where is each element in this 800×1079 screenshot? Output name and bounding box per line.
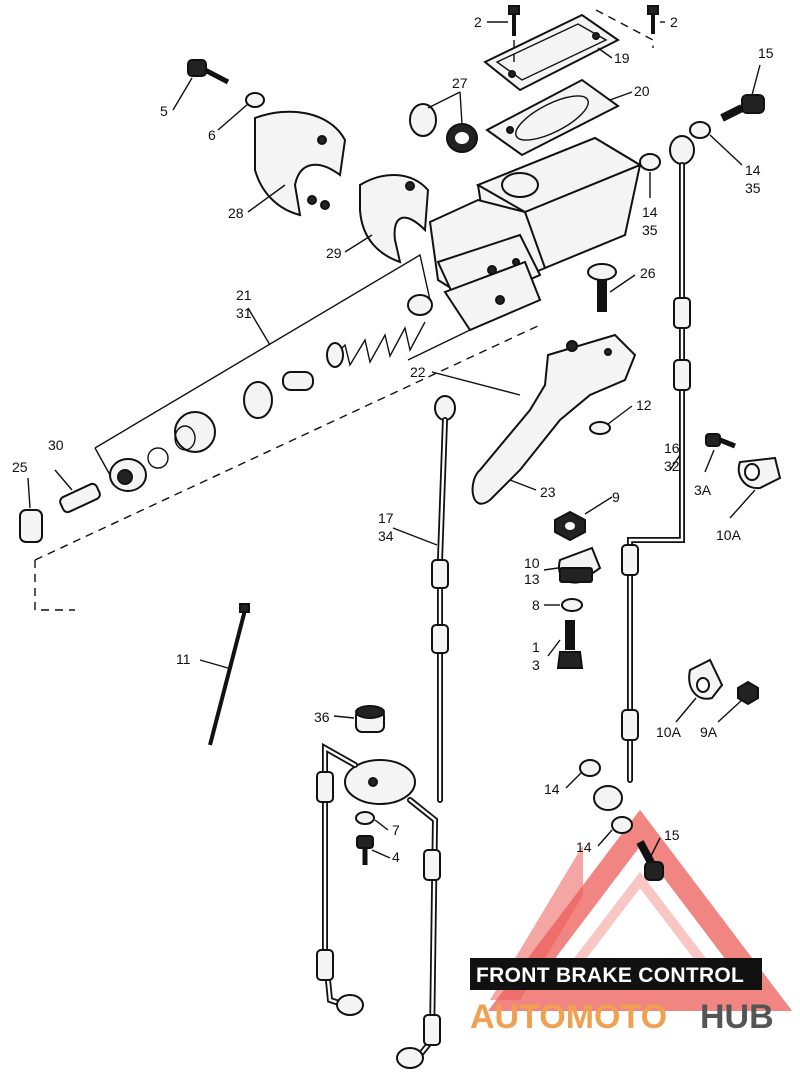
callout-21: 21 [236,287,252,303]
brake-line-16 [593,162,691,811]
master-cylinder-body [428,136,643,332]
watermark-part1: AUTOMOTO [470,998,667,1036]
pivot-pin-26 [587,263,617,312]
callout-30: 30 [48,437,64,453]
washer-14-mid [639,153,661,171]
callout-5: 5 [160,103,168,119]
banjo-bolt-15-top [720,94,765,122]
brake-line-17 [431,395,456,803]
callout-29: 29 [326,245,342,261]
callout-6: 6 [208,127,216,143]
watermark-text: AUTOMOTO HUB [470,998,774,1036]
screw-4-washer-7 [355,811,375,865]
retaining-ring-12 [589,421,611,435]
callout-11: 11 [176,651,191,667]
callout-28: 28 [228,205,244,221]
callout-4: 4 [392,849,400,865]
callout-14-top-right: 14 [745,162,761,178]
washer-14-bottom [611,816,633,834]
washer-6 [245,92,265,108]
spring-21 [326,294,433,368]
callout-22: 22 [410,364,426,380]
callout-32: 32 [664,458,680,474]
piston [174,411,216,453]
brake-manifold [344,759,416,805]
callout-10A-top: 10A [716,527,742,543]
callout-27: 27 [452,75,468,91]
washer-14-low [579,759,601,777]
callout-14-bottom: 14 [576,839,592,855]
clip-10A-bottom [688,658,724,700]
callout-36: 36 [314,709,330,725]
cover-screw-right [647,5,659,34]
callout-12: 12 [636,397,652,413]
cable-tie-11 [208,603,250,746]
clamp-screw-5 [187,59,230,85]
clamp-29 [359,173,430,264]
callout-9A: 9A [700,724,718,740]
washer-8 [561,598,583,612]
callout-13: 13 [524,571,540,587]
callout-3: 3 [532,657,540,673]
diagram-title: FRONT BRAKE CONTROL [476,964,744,987]
plug-27a [409,103,437,137]
callout-15-bottom: 15 [664,827,680,843]
clip-10A-top [737,456,782,490]
callout-34: 34 [378,528,394,544]
spring-cup [282,371,314,391]
reservoir-cover [483,13,620,92]
reservoir-diaphragm [485,78,620,157]
piston-cup [243,381,273,419]
callout-23: 23 [540,484,556,500]
clip-10-13 [558,546,602,584]
end-cap [109,458,147,492]
callout-35-mid: 35 [642,222,658,238]
handlebar-clamp-28 [254,110,347,217]
callout-20: 20 [634,83,650,99]
callout-19: 19 [614,50,630,66]
callout-14-mid: 14 [642,204,658,220]
spacer-36 [355,705,385,733]
grommet-27b [446,123,478,153]
pushrod-30 [59,482,101,514]
lower-line-right [396,797,441,1069]
watermark-part2: HUB [700,998,774,1036]
bolt-3A [705,433,736,449]
callout-31: 31 [236,305,252,321]
callout-14-low: 14 [544,781,560,797]
nut-9A [737,680,759,706]
callout-1: 1 [532,639,540,655]
banjo-bolt-15-bottom [636,840,664,881]
cover-screw-left [508,5,520,36]
callout-10: 10 [524,555,540,571]
nut-9 [554,510,586,542]
lower-line-left [316,742,364,1016]
callout-25: 25 [12,459,28,475]
banjo-fitting-top [669,135,695,165]
callout-7: 7 [392,822,400,838]
bolt-1-3 [556,620,584,669]
o-ring [147,447,169,469]
callout-10A-bottom: 10A [656,724,682,740]
callout-26: 26 [640,265,656,281]
callout-8: 8 [532,597,540,613]
title-banner: FRONT BRAKE CONTROL [470,958,762,990]
washer-14-top-right [689,121,711,139]
callout-2-left: 2 [474,14,482,30]
brake-lever-23 [471,333,637,505]
callout-3A: 3A [694,482,712,498]
callout-9: 9 [612,489,620,505]
leader-lines [27,21,761,859]
callout-17: 17 [378,510,394,526]
boot-25 [19,509,43,543]
callout-15-top: 15 [758,45,774,61]
callout-2-right: 2 [670,14,678,30]
callout-35-top-right: 35 [745,180,761,196]
callout-16: 16 [664,440,680,456]
